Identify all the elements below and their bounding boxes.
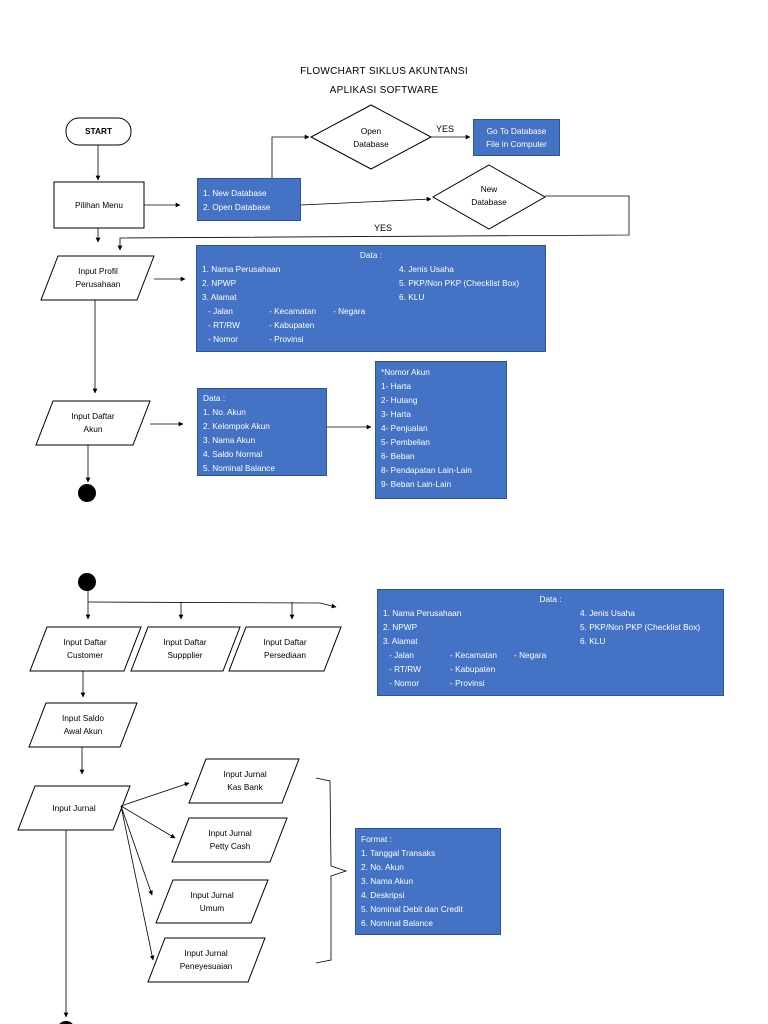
- jurnal-penyesuaian-shape: [147, 937, 266, 983]
- jurnal-petty-cash-shape: [171, 817, 288, 863]
- input-daftar-akun-shape: [35, 400, 151, 446]
- data-box-profil: Data : 1. Nama Perusahaan 2. NPWP 3. Ala…: [196, 245, 546, 352]
- connector-circle-2: [78, 573, 96, 591]
- pilihan-menu-label: Pilihan Menu: [75, 200, 123, 210]
- pilihan-menu-process: [53, 181, 145, 229]
- nomor-akun-box: *Nomor Akun 1- Harta 2- Hutang 3- Harta …: [375, 361, 507, 499]
- start-label: START: [84, 126, 113, 136]
- input-saldo-awal-shape: [28, 702, 138, 748]
- input-profil-shape: [40, 255, 155, 301]
- data-box-profil-2: Data : 1. Nama Perusahaan 2. NPWP 3. Ala…: [377, 589, 724, 696]
- connector-circle-3: [59, 1021, 73, 1024]
- format-box: Format : 1. Tanggal Transaks 2. No. Akun…: [355, 828, 501, 935]
- input-jurnal-shape: [17, 785, 131, 831]
- input-daftar-supplier-shape: [130, 626, 241, 672]
- menu-options-box: 1. New Database 2. Open Database: [197, 178, 301, 221]
- input-jurnal-label: Input Jurnal: [52, 803, 96, 813]
- data-box-akun: Data : 1. No. Akun 2. Kelompok Akun 3. N…: [197, 388, 327, 476]
- start-terminator: [65, 117, 132, 146]
- new-database-decision: [431, 164, 547, 230]
- yes-label-mid: YES: [374, 223, 393, 233]
- input-daftar-customer-shape: [29, 626, 142, 672]
- page-title: FLOWCHART SIKLUS AKUNTANSI: [300, 66, 468, 77]
- goto-database-box: Go To Database File in Computer: [473, 119, 560, 156]
- open-database-decision: [309, 104, 433, 170]
- jurnal-kas-bank-shape: [188, 758, 300, 804]
- input-daftar-persediaan-shape: [228, 626, 342, 672]
- connector-circle-1: [78, 484, 96, 502]
- yes-label-top: YES: [436, 124, 455, 134]
- flow-lines: [63, 134, 630, 1018]
- page-subtitle: APLIKASI SOFTWARE: [329, 85, 439, 96]
- jurnal-umum-shape: [155, 879, 269, 924]
